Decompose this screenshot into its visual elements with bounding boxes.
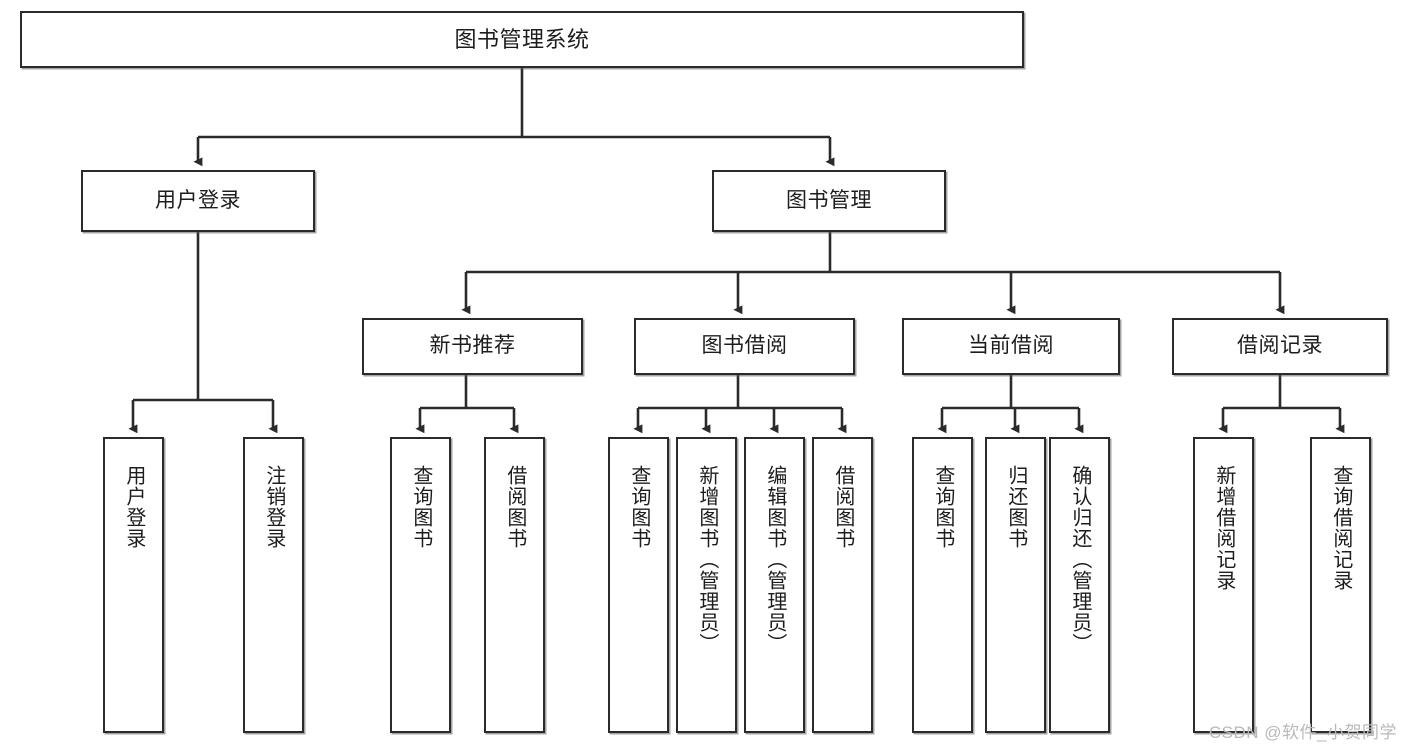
node-leaf-return-book[interactable]: 归还图书 (985, 437, 1046, 733)
node-root[interactable]: 图书管理系统 (20, 11, 1024, 68)
node-leaf-query-book-3-label: 查询图书 (931, 465, 954, 549)
node-borrow-record[interactable]: 借阅记录 (1172, 318, 1388, 375)
node-leaf-edit-book-label: 编辑图书（管理员） (763, 465, 786, 654)
node-leaf-add-book[interactable]: 新增图书（管理员） (676, 437, 737, 733)
watermark: CSDN @软件_小贺同学 (1208, 723, 1397, 742)
node-leaf-query-book-1-label: 查询图书 (409, 465, 432, 549)
node-new-book-recommend[interactable]: 新书推荐 (362, 318, 583, 375)
node-user-login[interactable]: 用户登录 (81, 170, 315, 232)
node-leaf-borrow-book-1[interactable]: 借阅图书 (484, 437, 545, 733)
node-leaf-add-record[interactable]: 新增借阅记录 (1193, 437, 1254, 733)
node-leaf-confirm-return[interactable]: 确认归还（管理员） (1049, 437, 1110, 733)
node-leaf-user-login[interactable]: 用户登录 (103, 437, 164, 733)
node-root-label: 图书管理系统 (454, 26, 590, 52)
node-leaf-query-record[interactable]: 查询借阅记录 (1310, 437, 1371, 733)
node-leaf-borrow-book-2[interactable]: 借阅图书 (812, 437, 873, 733)
node-leaf-query-record-label: 查询借阅记录 (1329, 465, 1352, 591)
node-leaf-confirm-return-label: 确认归还（管理员） (1068, 465, 1091, 654)
node-book-manage[interactable]: 图书管理 (712, 170, 946, 232)
node-leaf-return-book-label: 归还图书 (1004, 465, 1027, 549)
node-borrow-record-label: 借阅记录 (1237, 334, 1323, 358)
node-leaf-edit-book[interactable]: 编辑图书（管理员） (744, 437, 805, 733)
node-leaf-query-book-2[interactable]: 查询图书 (608, 437, 669, 733)
node-book-borrow-label: 图书借阅 (701, 334, 788, 358)
node-leaf-logout[interactable]: 注销登录 (243, 437, 304, 733)
node-leaf-borrow-book-2-label: 借阅图书 (831, 465, 854, 549)
node-leaf-user-login-label: 用户登录 (122, 465, 145, 549)
node-leaf-query-book-2-label: 查询图书 (627, 465, 650, 549)
node-book-manage-label: 图书管理 (786, 188, 872, 212)
node-leaf-query-book-1[interactable]: 查询图书 (390, 437, 451, 733)
node-leaf-borrow-book-1-label: 借阅图书 (503, 465, 526, 549)
node-user-login-label: 用户登录 (155, 188, 241, 212)
node-current-borrow-label: 当前借阅 (968, 334, 1054, 358)
node-leaf-query-book-3[interactable]: 查询图书 (912, 437, 973, 733)
node-leaf-logout-label: 注销登录 (262, 465, 285, 549)
node-new-book-recommend-label: 新书推荐 (429, 334, 516, 358)
node-current-borrow[interactable]: 当前借阅 (902, 318, 1120, 375)
node-leaf-add-record-label: 新增借阅记录 (1212, 465, 1235, 591)
node-leaf-add-book-label: 新增图书（管理员） (695, 465, 718, 654)
node-book-borrow[interactable]: 图书借阅 (634, 318, 855, 375)
